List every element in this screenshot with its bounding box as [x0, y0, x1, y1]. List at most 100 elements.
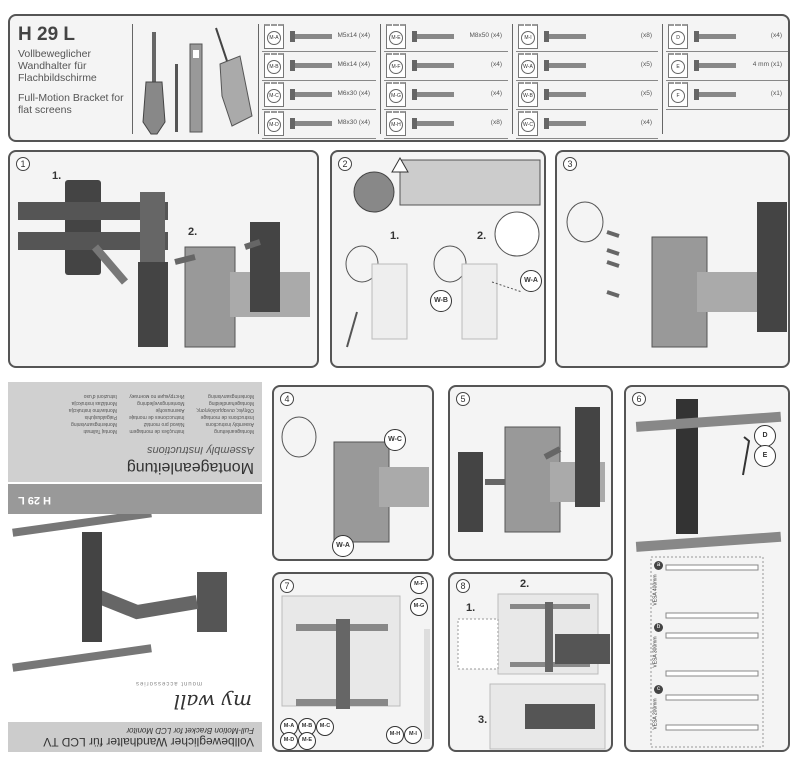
part-item-m-a: M-A M5x14 (x4)	[262, 22, 376, 52]
part-item-m-c: M-C M6x30 (x4)	[262, 80, 376, 110]
vesa-rails-illustration	[635, 399, 782, 748]
step-8-panel: 8 1. 2. 3.	[448, 572, 613, 752]
part-item-m-g: M-G (x4)	[384, 80, 508, 110]
cover-product-de: Vollbeweglicher Wandhalter für LCD TV	[43, 735, 254, 749]
part-quantity: 4 mm (x1)	[752, 61, 782, 68]
language-item: Montagehandleiding	[208, 400, 254, 406]
callout-m-g: M-G	[410, 598, 428, 616]
substep-label: 2.	[477, 230, 487, 242]
part-bag-icon: W-C	[518, 111, 538, 136]
language-item: Monteringsanvisning	[208, 393, 254, 399]
step-6-panel: 6 D E a VESA 400mm b VESA 300mm c VESA 2…	[624, 385, 790, 752]
step-number: 8	[456, 579, 470, 593]
language-item: Návod pro montáž	[143, 421, 185, 427]
vesa-option-a: a VESA 400mm	[652, 561, 754, 621]
washer-icon	[412, 60, 454, 71]
wrench-icon	[694, 89, 736, 100]
substep-label: 1.	[390, 230, 400, 242]
language-item: Οδηγίες συναρμολόγησης	[196, 407, 254, 413]
vesa-tag: b	[654, 623, 663, 632]
step-number: 3	[563, 157, 577, 171]
hang-tv-illustration	[457, 593, 610, 750]
screw-icon	[412, 31, 454, 42]
part-item-w-c: W-C (x4)	[516, 109, 658, 139]
part-quantity: M8x50 (x4)	[469, 32, 502, 39]
vesa-label: VESA 200mm	[652, 698, 659, 730]
part-item-m-e: M-E M8x50 (x4)	[384, 22, 508, 52]
part-item-m-d: M-D M8x30 (x4)	[262, 109, 376, 139]
part-item-m-h: M-H (x8)	[384, 109, 508, 139]
part-id: M-C	[267, 89, 281, 103]
step-number: 6	[632, 392, 646, 406]
title-en: Full-Motion Bracket for flat screens	[18, 92, 124, 116]
cover-product-strip: Vollbeweglicher Wandhalter für LCD TV Fu…	[8, 722, 262, 752]
callout-m-c: M-C	[316, 718, 334, 736]
part-bag-icon: D	[668, 24, 688, 49]
part-id: W-B	[521, 89, 535, 103]
part-id: W-A	[521, 60, 535, 74]
part-quantity: (x4)	[490, 90, 502, 97]
screwdriver-icon	[142, 32, 166, 135]
cover-product-image	[12, 509, 227, 672]
part-item-d: D (x4)	[666, 22, 788, 52]
part-bag-icon: F	[668, 82, 688, 107]
vesa-label: VESA 400mm	[652, 574, 659, 606]
part-quantity: (x4)	[770, 32, 782, 39]
part-quantity: M6x14 (x4)	[337, 61, 370, 68]
part-bag-icon: W-B	[518, 82, 538, 107]
screw-icon	[290, 89, 332, 100]
callout-m-i: M-I	[404, 726, 422, 744]
model-title: H 29 L	[18, 24, 76, 45]
part-id: M-H	[389, 118, 403, 132]
part-quantity: (x1)	[770, 90, 782, 97]
callout-d: D	[754, 425, 776, 447]
title-de: Vollbeweglicher Wandhalter für Flachbild…	[18, 48, 97, 84]
callout-m-h: M-H	[386, 726, 404, 744]
part-item-m-b: M-B M6x14 (x4)	[262, 51, 376, 81]
brand-logo: my wall	[173, 690, 252, 714]
callout-w-a: W-A	[332, 535, 354, 557]
part-quantity: (x4)	[490, 61, 502, 68]
mount-to-wall-illustration	[566, 201, 787, 348]
part-id: M-F	[389, 60, 403, 74]
substep-label: 2.	[188, 226, 198, 238]
language-item: Montāžas instrukcija	[71, 400, 117, 406]
cover-page: Vollbeweglicher Wandhalter für LCD TV Fu…	[8, 382, 262, 752]
part-bag-icon: M-B	[264, 53, 284, 78]
block-icon	[544, 31, 586, 42]
cover-product-en: Full-Motion Bracket for LCD Monitor	[126, 726, 254, 735]
part-bag-icon: W-A	[518, 53, 538, 78]
vesa-label: VESA 300mm	[652, 636, 659, 668]
part-id: M-E	[389, 31, 403, 45]
part-quantity: (x8)	[490, 119, 502, 126]
brand-tagline: mount accessories	[134, 680, 202, 686]
substep-label: 3.	[478, 714, 488, 726]
language-item: Instrucciones de montaje	[128, 414, 185, 420]
callout-m-f: M-F	[410, 576, 428, 594]
part-item-m-i: M-I (x8)	[516, 22, 658, 52]
step-number: 4	[280, 392, 294, 406]
vesa-tag: c	[654, 685, 663, 694]
drill-bit-icon	[175, 64, 178, 132]
part-bag-icon: M-C	[264, 82, 284, 107]
screw-icon	[290, 31, 332, 42]
cover-model: H 29 L	[18, 494, 52, 506]
language-item: Asennusohje	[155, 407, 185, 413]
callout-e: E	[754, 445, 776, 467]
language-item: Paigaldusjuhis	[84, 414, 117, 420]
tools-illustration	[142, 27, 253, 135]
part-id: M-B	[267, 60, 281, 74]
language-item: Monteringsanvisning	[71, 421, 117, 427]
parts-overview-panel: H 29 L Vollbeweglicher Wandhalter für Fl…	[8, 14, 790, 142]
part-id: F	[671, 89, 685, 103]
language-item: Instructions de montage	[200, 414, 254, 420]
part-id: M-D	[267, 118, 281, 132]
part-item-f: F (x1)	[666, 80, 788, 110]
wall-drilling-illustration	[345, 156, 541, 348]
part-quantity: (x5)	[640, 90, 652, 97]
callout-w-b: W-B	[430, 290, 452, 312]
spirit-level-icon	[189, 43, 203, 133]
